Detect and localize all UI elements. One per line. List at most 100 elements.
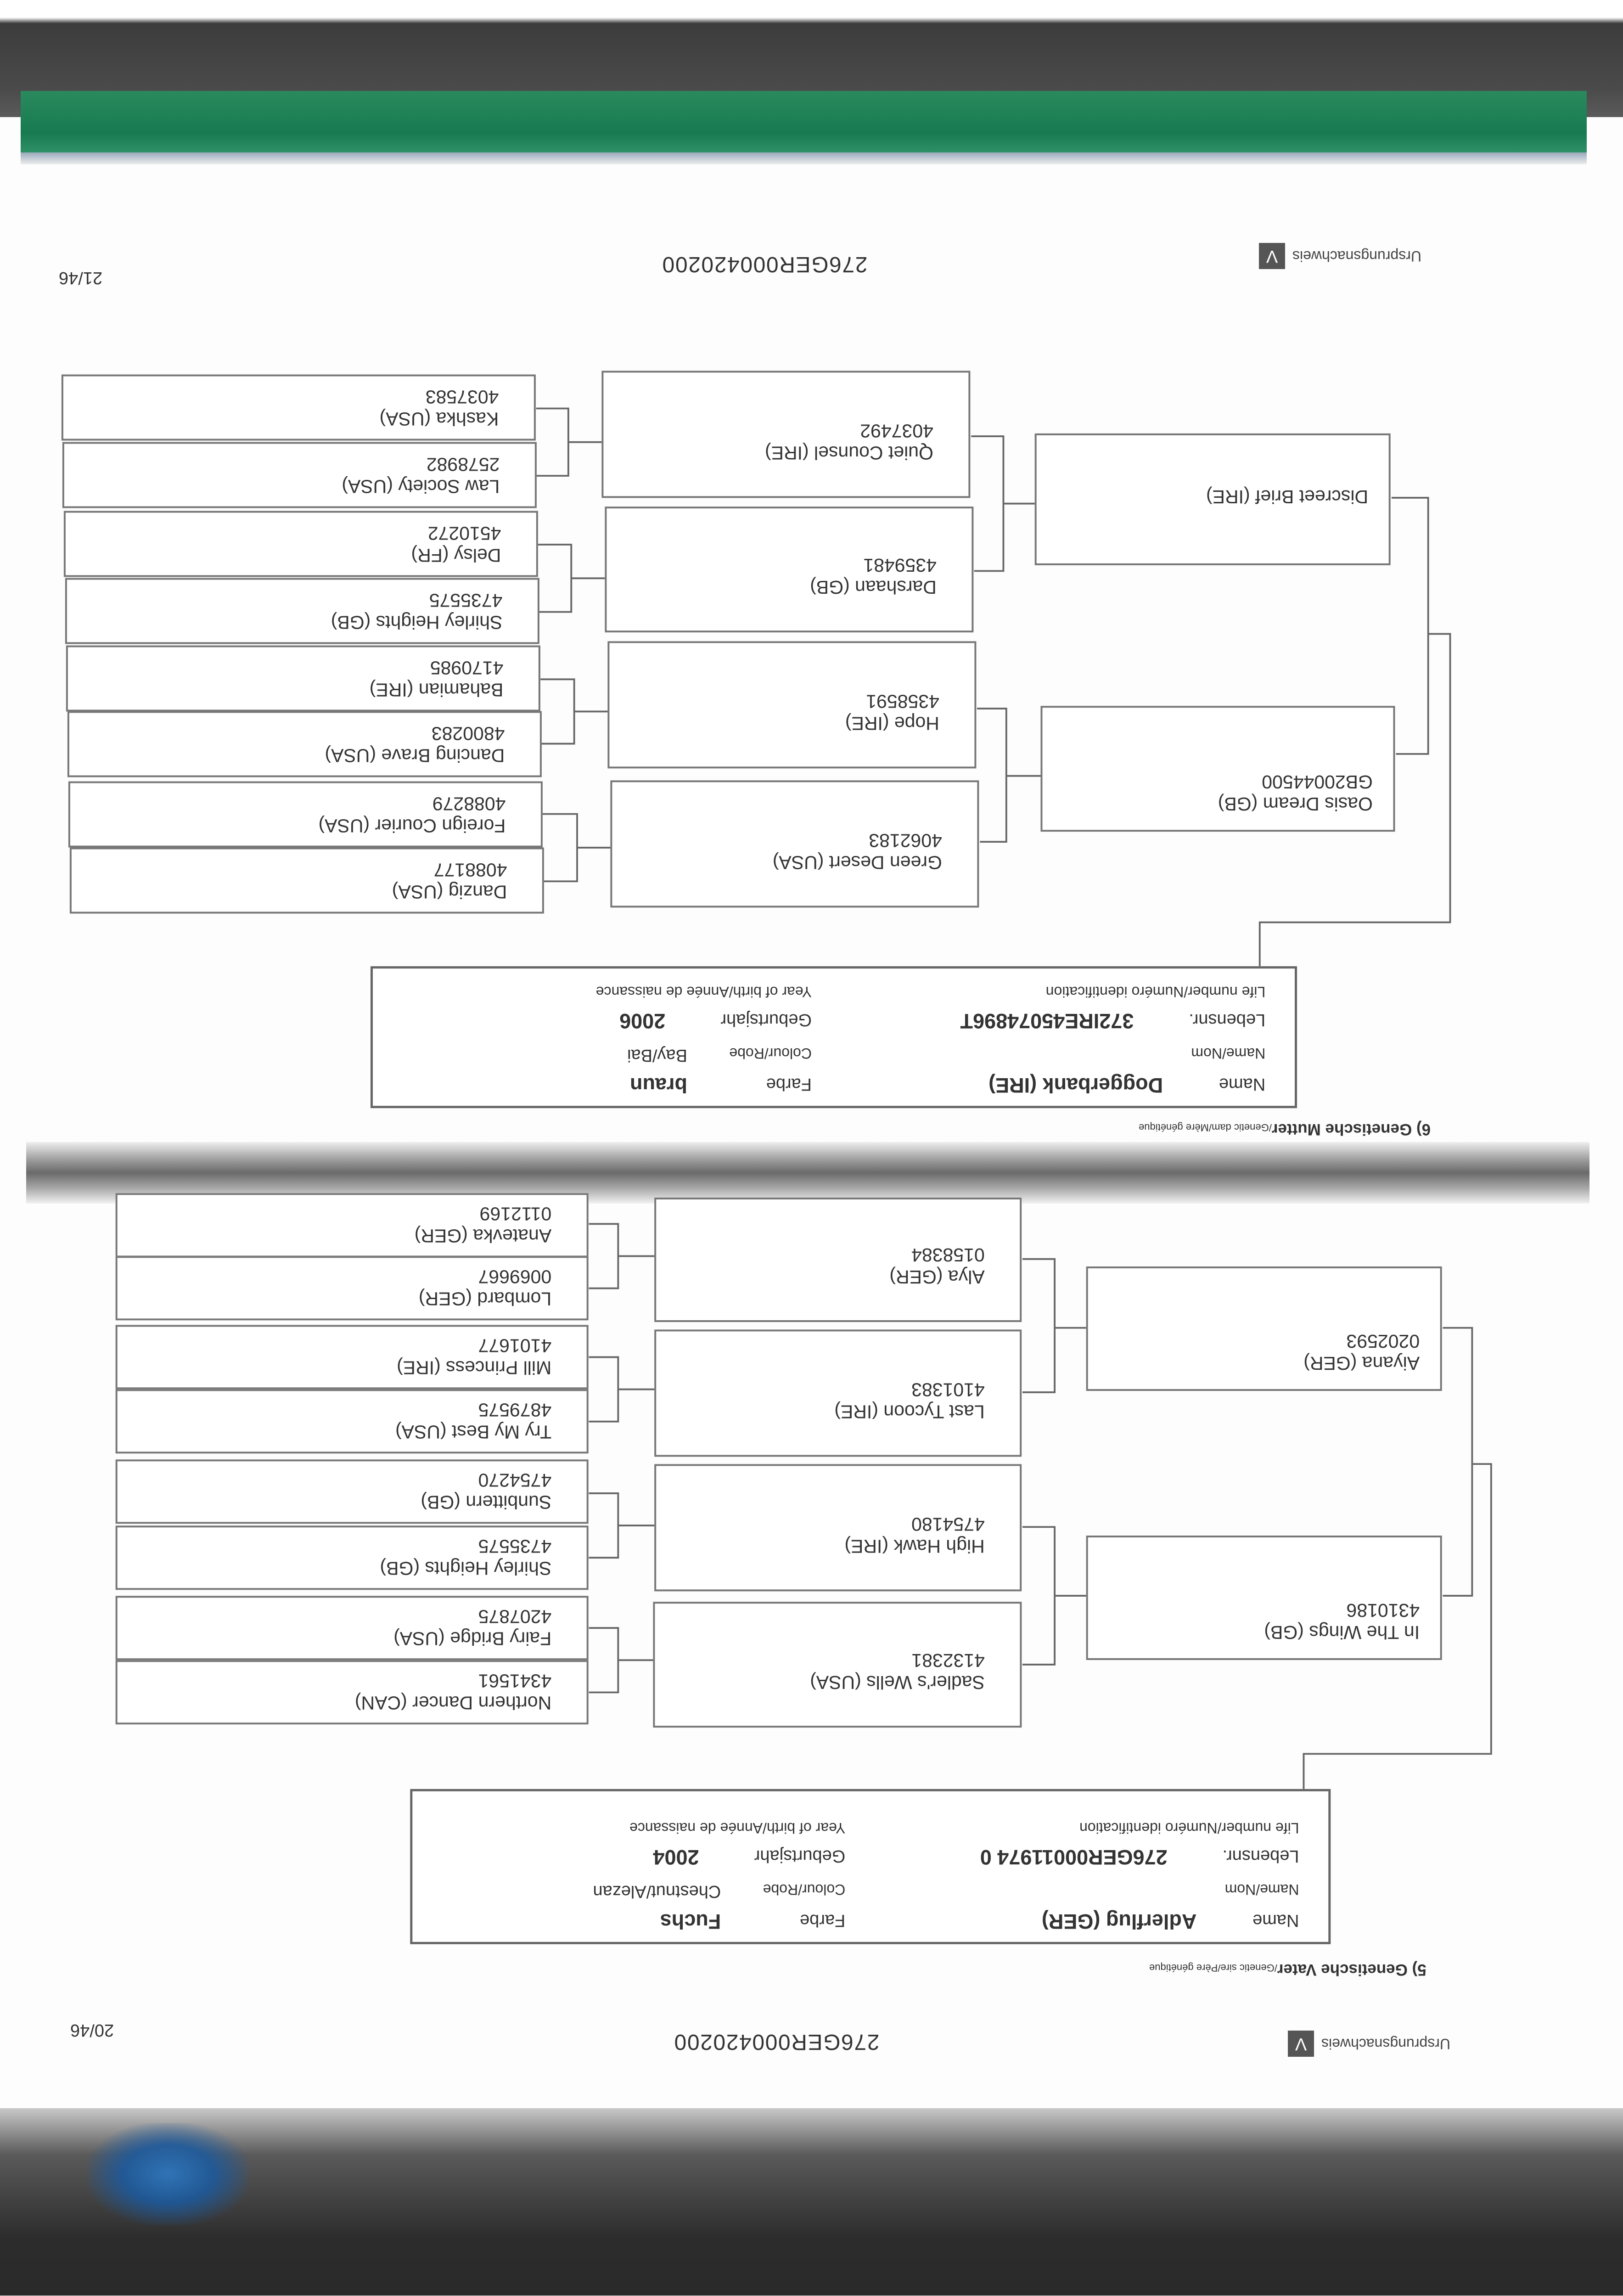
ancestor-text: Darshaan (GB)4359481 <box>810 554 937 598</box>
ancestor-text: Lombard (GER)0069667 <box>419 1266 551 1310</box>
great-grandparent-box: Foreign Courier (USA)4088279 <box>68 782 543 848</box>
green-binder-strip <box>21 91 1587 161</box>
blue-smudge <box>88 2123 249 2225</box>
ancestor-name: Northern Dancer (CAN) <box>354 1692 552 1714</box>
page-number: 21/46 <box>58 268 102 288</box>
document-number: 276GER000420200 <box>662 252 868 277</box>
grandparent-box: Green Desert (USA)4062183 <box>610 780 979 908</box>
ancestor-id: 4037492 <box>860 420 934 441</box>
ancestor-text: Aiyana (GER)0202593 <box>1303 1330 1420 1374</box>
ancestor-id: 4088177 <box>433 859 507 881</box>
life-number-label-sub: Life number/Numéro identification <box>1079 1820 1299 1837</box>
parent-box: Discreet Brief (IRE) <box>1034 433 1391 565</box>
logo: Ursprungsnachweis V <box>1258 243 1421 270</box>
ancestor-text: Delsy (FR)4510272 <box>411 522 501 566</box>
parent-box: Aiyana (GER)0202593 <box>1086 1266 1442 1391</box>
great-grandparent-box: Shirley Heights (GB)4735575 <box>65 578 539 644</box>
name-label-sub: Name/Nom <box>1224 1881 1299 1898</box>
ancestor-id: 0158384 <box>911 1244 985 1266</box>
ancestor-text: High Hawk (IRE)4754180 <box>844 1513 984 1557</box>
life-number-label-sub: Life number/Numéro identification <box>1045 984 1265 1001</box>
life-number: 372IRE45074896T <box>960 1009 1134 1033</box>
grandparent-box: Last Tycoon (IRE)4101383 <box>654 1329 1022 1457</box>
ancestor-name: Mill Princess (IRE) <box>396 1357 552 1379</box>
great-grandparent-box: Fairy Bridge (USA)4207875 <box>115 1595 589 1660</box>
ancestor-text: Anatevka (GER)0112169 <box>415 1203 552 1247</box>
ancestor-name: Lombard (GER) <box>418 1288 552 1310</box>
ancestor-name: Law Society (USA) <box>342 476 500 497</box>
section-title-main: 6) Genetische Mutter <box>1272 1120 1431 1138</box>
grandparent-box: High Hawk (IRE)4754180 <box>654 1464 1022 1592</box>
ancestor-id: 0202593 <box>1346 1330 1420 1352</box>
grandparent-box: Sadler's Wells (USA)4132381 <box>652 1601 1022 1728</box>
ancestor-id: 4359481 <box>863 555 937 576</box>
ancestor-text: Hope (IRE)4358591 <box>845 691 939 735</box>
horse-colour: Fuchs <box>660 1909 721 1933</box>
birth-year-label-sub: Year of birth/Année de naissance <box>595 984 812 1001</box>
ancestor-id: GB20044500 <box>1261 771 1373 793</box>
ancestor-id: 4207875 <box>478 1606 552 1627</box>
parent-box: In The Wings (GB)4310186 <box>1086 1536 1442 1660</box>
ancestor-id: 4735575 <box>478 1536 552 1557</box>
great-grandparent-box: Northern Dancer (CAN)4341561 <box>115 1660 589 1725</box>
ancestor-text: Law Society (USA)2578982 <box>342 453 500 497</box>
ancestor-text: Shirley Heights (GB)4735575 <box>331 590 502 634</box>
ancestor-name: Sadler's Wells (USA) <box>809 1671 985 1693</box>
ancestor-id: 4037583 <box>425 386 499 408</box>
scanner-edge-bottom <box>0 2108 1623 2296</box>
horse-name: Doggerbank (IRE) <box>988 1074 1163 1097</box>
ancestor-name: Quiet Counsel (IRE) <box>765 442 934 463</box>
ancestor-text: Foreign Courier (USA)4088279 <box>319 793 506 837</box>
ancestor-id: 4088279 <box>432 793 506 815</box>
great-grandparent-box: Danzig (USA)4088177 <box>69 847 544 914</box>
horse-colour-sub: Bay/Bai <box>627 1045 687 1065</box>
birth-year: 2004 <box>652 1845 699 1869</box>
ancestor-text: Green Desert (USA)4062183 <box>773 829 942 873</box>
ancestor-name: Kashka (USA) <box>379 408 499 430</box>
ancestor-name: Alya (GER) <box>889 1266 985 1288</box>
grandparent-box: Quiet Counsel (IRE)4037492 <box>601 370 971 498</box>
logo-text: Ursprungsnachweis <box>1292 248 1421 265</box>
great-grandparent-box: Bahamian (IRE)4170985 <box>66 645 540 712</box>
ancestor-name: Hope (IRE) <box>845 713 939 734</box>
ancestor-id: 4358591 <box>866 691 939 712</box>
ancestor-text: In The Wings (GB)4310186 <box>1264 1599 1420 1643</box>
colour-label-sub: Colour/Robe <box>729 1045 812 1062</box>
ancestor-name: Anatevka (GER) <box>414 1225 552 1247</box>
great-grandparent-box: Mill Princess (IRE)4101677 <box>115 1325 589 1390</box>
ancestor-name: Sunbittern (GB) <box>421 1491 552 1513</box>
ancestor-text: Oasis Dream (GB)GB20044500 <box>1218 771 1372 815</box>
ancestor-name: Foreign Courier (USA) <box>318 815 506 837</box>
ancestor-name: Fairy Bridge (USA) <box>393 1628 552 1649</box>
ancestor-text: Try My Best (USA)4879575 <box>395 1399 551 1443</box>
logo-mark-icon: V <box>1258 243 1285 270</box>
name-label-sub: Name/Nom <box>1191 1045 1265 1062</box>
logo-mark-icon: V <box>1288 2030 1314 2057</box>
ancestor-text: Mill Princess (IRE)4101677 <box>397 1334 551 1379</box>
ancestor-text: Sunbittern (GB)4754270 <box>421 1469 551 1514</box>
ancestor-id: 4132381 <box>911 1649 985 1671</box>
ancestor-name: Danzig (USA) <box>392 881 507 903</box>
ancestor-id: 4310186 <box>1346 1600 1420 1621</box>
horse-colour-sub: Chestnut/Alezan <box>593 1881 721 1901</box>
ancestor-text: Sadler's Wells (USA)4132381 <box>810 1649 985 1694</box>
section-title-main: 5) Genetische Vater <box>1277 1960 1426 1979</box>
ancestor-name: Green Desert (USA) <box>773 852 943 873</box>
ancestor-name: Darshaan (GB) <box>809 577 937 598</box>
ancestor-name: Bahamian (IRE) <box>369 679 504 701</box>
great-grandparent-box: Delsy (FR)4510272 <box>64 511 538 577</box>
birth-year: 2006 <box>619 1009 665 1033</box>
ancestor-name: Dancing Brave (USA) <box>325 745 505 766</box>
section-title-subtitle: /Genetic sire/Père génétique <box>1149 1962 1277 1974</box>
ancestor-id: 4101677 <box>478 1335 552 1356</box>
horse-colour: braun <box>629 1074 687 1097</box>
great-grandparent-box: Shirley Heights (GB)4735575 <box>115 1525 589 1590</box>
life-number-label: Lebensnr. <box>1222 1846 1299 1866</box>
ancestor-text: Shirley Heights (GB)4735575 <box>380 1535 551 1579</box>
birth-year-label: Geburtsjahr <box>720 1010 812 1030</box>
ancestor-id: 4754180 <box>911 1514 985 1535</box>
great-grandparent-box: Law Society (USA)2578982 <box>62 442 537 508</box>
